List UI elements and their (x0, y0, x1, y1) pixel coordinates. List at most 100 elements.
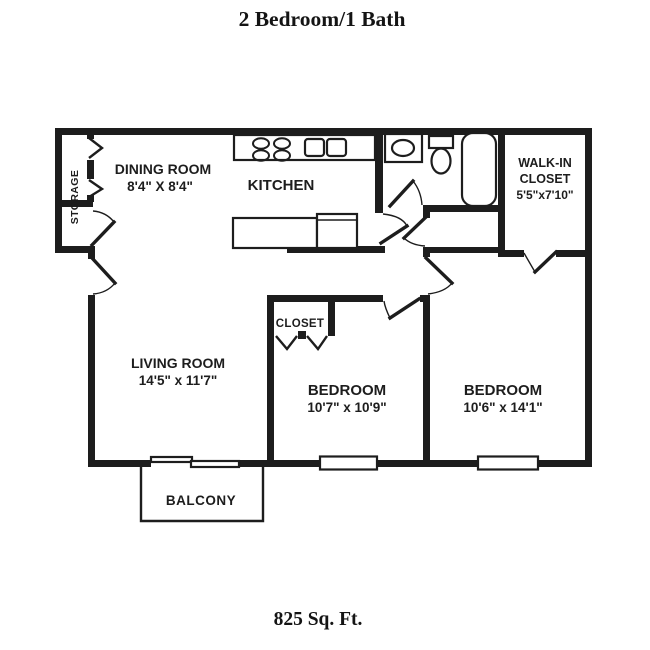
window-bedroom2 (476, 455, 540, 471)
bifold-chevron-icon (306, 335, 328, 351)
door-leaf (387, 178, 416, 209)
bedroom1-dims: 10'7" x 10'9" (307, 400, 386, 415)
storage-bifold-doors (88, 137, 105, 199)
kitchen-fixtures (231, 133, 377, 250)
walkin-bottom-a (498, 250, 524, 257)
vanity-sink-icon (390, 138, 416, 158)
walkin-left-wall (498, 135, 505, 257)
door-swing-arc (382, 213, 408, 227)
bathroom-fixtures (383, 131, 498, 208)
sliding-door-panel (189, 459, 241, 469)
square-footage-label: 825 Sq. Ft. (274, 609, 363, 630)
sliding-door-panel (149, 455, 194, 464)
closet-right-stub (328, 302, 335, 336)
living-room-dims: 14'5" x 11'7" (139, 373, 218, 388)
page-title: 2 Bedroom/1 Bath (239, 7, 406, 31)
door-leaf (532, 249, 559, 275)
hall-mid-stub (423, 247, 430, 257)
storage-label: STORAGE (69, 170, 81, 225)
burner-icon (252, 149, 270, 162)
bedroom-closet-bifold-doors (275, 335, 328, 351)
wall-bottom-a (88, 460, 151, 467)
kitchen-bath-wall (375, 128, 383, 213)
wall-left-upper (55, 135, 62, 253)
wall-top (55, 128, 592, 135)
wall-bottom-b (240, 460, 320, 467)
burner-icon (273, 137, 291, 150)
bedroom-divider-wall (423, 302, 430, 467)
door-swing-arc (383, 300, 391, 319)
bifold-chevron-icon (88, 137, 104, 159)
dining-room-dims: 8'4" X 8'4" (127, 179, 193, 194)
door-leaf (387, 296, 422, 321)
door-swing-arc (92, 210, 115, 223)
doors (88, 137, 559, 351)
entry-door (89, 255, 118, 295)
linen-closet-door (401, 214, 429, 247)
kitchen-island-counter (231, 216, 319, 250)
bedroom1-door (383, 296, 422, 321)
living-room-label: LIVING ROOM (131, 355, 225, 371)
wall-left-corner (88, 253, 95, 259)
bifold-chevron-icon (275, 335, 298, 351)
bedroom1-top-wall (267, 295, 383, 302)
vestibule-closet-door (89, 210, 117, 248)
sink-basin (325, 137, 348, 158)
dining-room-label: DINING ROOM (115, 161, 211, 177)
door-swing-arc (427, 282, 453, 295)
bath-bottom-wall (423, 205, 500, 212)
wall-right (585, 128, 592, 467)
walls (55, 128, 592, 467)
walkin-bottom-b (556, 250, 592, 257)
storage-right-jamb-bottom (87, 195, 94, 202)
bifold-chevron-icon (88, 179, 105, 199)
kitchen-sink (303, 137, 348, 158)
door-leaf (378, 223, 410, 246)
balcony-label: BALCONY (166, 493, 236, 508)
door-leaf (401, 214, 429, 241)
storage-bottom-wall (55, 200, 93, 207)
toilet-tank (427, 134, 455, 150)
bedroom-closet-label: CLOSET (276, 318, 324, 330)
door-leaf (423, 255, 455, 286)
burner-icon (252, 137, 270, 150)
wall-bottom-d (538, 460, 592, 467)
wall-left-lower (88, 295, 95, 467)
walkin-closet-label-line2: CLOSET (520, 172, 571, 186)
storage-right-jamb-top (87, 135, 94, 139)
door-swing-arc (403, 237, 426, 247)
door-swing-arc (92, 282, 116, 295)
bath-bottom-stub (423, 205, 430, 218)
bedroom-divider-corner (420, 295, 430, 302)
kitchen-bottom-wall (287, 246, 385, 253)
door-swing-arc (412, 180, 423, 206)
stove-burners (252, 137, 291, 162)
door-leaf (89, 255, 118, 286)
sink-basin (303, 137, 326, 158)
walkin-closet-dims: 5'5"x7'10" (516, 188, 573, 202)
kitchen-label: KITCHEN (248, 177, 315, 194)
walkin-closet-door (523, 249, 559, 275)
kitchen-hall-door (378, 213, 410, 246)
window-bedroom1 (318, 455, 379, 471)
bedroom2-door (423, 255, 455, 295)
bathroom-door (387, 178, 423, 209)
walkin-closet-label-line1: WALK-IN (518, 156, 571, 170)
closet-mid-nub (298, 331, 306, 339)
bedroom1-label: BEDROOM (308, 382, 386, 399)
bedroom2-label: BEDROOM (464, 382, 542, 399)
door-swing-arc (523, 252, 536, 273)
hall-mid-wall (423, 247, 500, 253)
bedroom2-dims: 10'6" x 14'1" (463, 400, 542, 415)
bedroom1-left-wall (267, 295, 274, 467)
storage-right-seg (87, 160, 94, 179)
wall-left-step (55, 246, 95, 253)
burner-icon (273, 149, 291, 162)
bathtub-icon (460, 131, 498, 208)
openings (139, 455, 540, 523)
balcony-outline (139, 466, 265, 523)
kitchen-appliance (315, 212, 359, 250)
door-leaf (89, 219, 117, 248)
